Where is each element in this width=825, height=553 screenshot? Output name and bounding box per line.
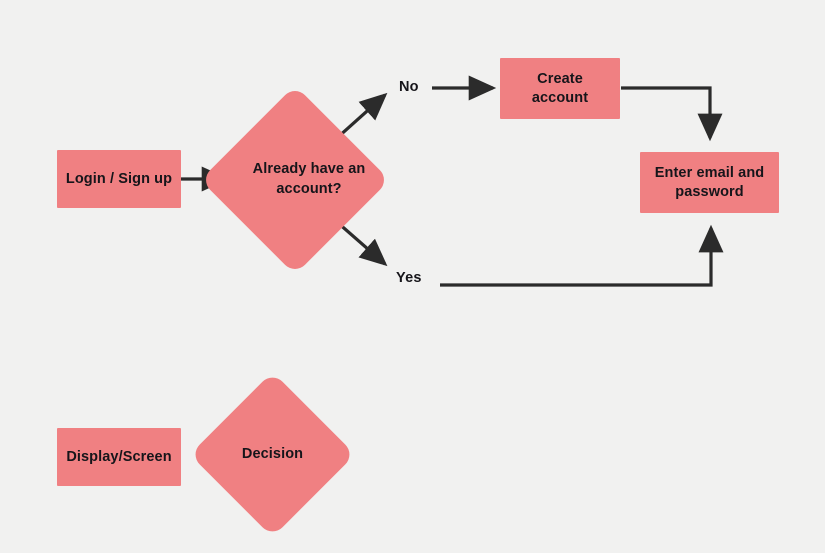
node-login-signup-label: Login / Sign up [65,170,173,187]
node-enter-email-password-label: Enter email and password [654,164,765,200]
node-already-have-account[interactable]: Already have an account? [200,85,390,275]
legend-item-decision-label: Decision [241,445,304,462]
node-create-account-label: Create account [531,70,589,106]
connector-yes-to-enter-email [440,224,724,287]
node-create-account[interactable]: Create account [500,58,620,119]
legend-item-display-screen[interactable]: Display/Screen [57,428,181,486]
node-login-signup[interactable]: Login / Sign up [57,150,181,208]
edge-label-no: No [399,79,419,95]
node-enter-email-password[interactable]: Enter email and password [640,152,779,213]
node-already-have-account-label: Already have an account? [252,161,366,197]
legend-item-display-screen-label: Display/Screen [66,448,172,465]
connector-create-account-to-enter-email [621,86,723,142]
legend-item-decision[interactable]: Decision [189,371,356,538]
edge-label-yes: Yes [396,270,422,286]
